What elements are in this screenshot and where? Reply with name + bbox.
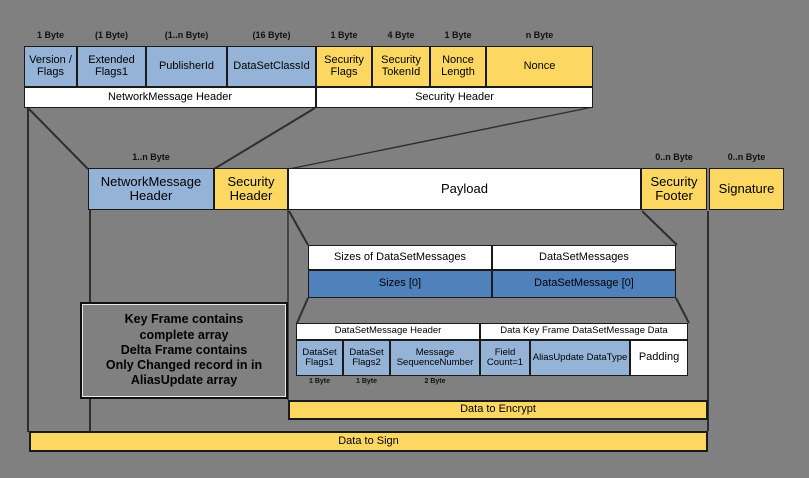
data-to-sign-bar: Data to Sign (29, 431, 708, 452)
dataset-field-sequencenumber: Message SequenceNumber (390, 340, 480, 376)
byte-label-signature: 0..n Byte (727, 152, 766, 162)
note-line: Only Changed record in in (105, 358, 263, 373)
connector-line (27, 107, 89, 170)
data-to-encrypt-bar: Data to Encrypt (288, 400, 708, 420)
field-extended-flags1: Extended Flags1 (77, 46, 146, 87)
byte-label-security-tokenid: 4 Byte (387, 30, 415, 40)
byte-label-version-flags: 1 Byte (36, 30, 64, 40)
field-security-tokenid: Security TokenId (372, 46, 430, 87)
dataset-header-data-key-frame: Data Key Frame DataSetMessage Data (480, 323, 688, 340)
connector-line (641, 210, 678, 246)
group-label-security-header: Security Header (316, 87, 593, 108)
byte-label-security-flags: 1 Byte (330, 30, 358, 40)
field-security-flags: Security Flags (316, 46, 372, 87)
note-line: complete array (139, 327, 229, 342)
byte-label-nonce-length: 1 Byte (444, 30, 472, 40)
payload-header-sizes-of-datasetmessages: Sizes of DataSetMessages (308, 245, 492, 270)
byte-label-nonce: n Byte (525, 30, 554, 40)
payload-cell-sizes-0: Sizes [0] (308, 270, 492, 298)
field-datasetclassid: DataSetClassId (227, 46, 316, 87)
connector-line (675, 297, 690, 324)
field-nonce-length: Nonce Length (430, 46, 486, 87)
payload-header-datasetmessages: DataSetMessages (492, 245, 676, 270)
message-security-footer: Security Footer (641, 168, 707, 210)
connector-line (288, 210, 309, 246)
payload-cell-datasetmessage-0: DataSetMessage [0] (492, 270, 676, 298)
byte-label-publisherid: (1..n Byte) (164, 30, 209, 40)
field-nonce: Nonce (486, 46, 593, 87)
field-publisherid: PublisherId (146, 46, 227, 87)
message-networkmessage-header: NetworkMessage Header (88, 168, 214, 210)
byte-label-sequencenumber: 2 Byte (424, 378, 446, 385)
byte-label-extended-flags1: (1 Byte) (94, 30, 128, 40)
connector-line (213, 107, 316, 170)
dataset-header-datasetmessage-header: DataSetMessage Header (296, 323, 480, 340)
byte-label-flags1: 1 Byte (308, 378, 330, 385)
dataset-field-aliasupdate: AliasUpdate DataType (530, 340, 630, 376)
dataset-field-padding: Padding (630, 340, 688, 376)
dataset-field-field-count: Field Count=1 (480, 340, 530, 376)
group-label-networkmessage-header: NetworkMessage Header (24, 87, 316, 108)
byte-label-flags2: 1 Byte (355, 378, 377, 385)
note-line: Key Frame contains (124, 312, 244, 327)
connector-line (288, 106, 594, 170)
byte-label-networkmessage-header: 1..n Byte (132, 152, 170, 162)
key-frame-note: Key Frame contains complete array Delta … (80, 302, 288, 399)
note-line: AliasUpdate array (130, 373, 238, 388)
message-security-header: Security Header (214, 168, 288, 210)
message-signature: Signature (709, 168, 784, 210)
connector-line (296, 297, 309, 324)
field-version-flags: Version / Flags (24, 46, 77, 87)
note-line: Delta Frame contains (120, 342, 248, 357)
message-payload: Payload (288, 168, 641, 210)
dataset-field-flags1: DataSet Flags1 (296, 340, 343, 376)
dataset-field-flags2: DataSet Flags2 (343, 340, 390, 376)
byte-label-datasetclassid: (16 Byte) (252, 30, 291, 40)
byte-label-security-footer: 0..n Byte (655, 152, 693, 162)
